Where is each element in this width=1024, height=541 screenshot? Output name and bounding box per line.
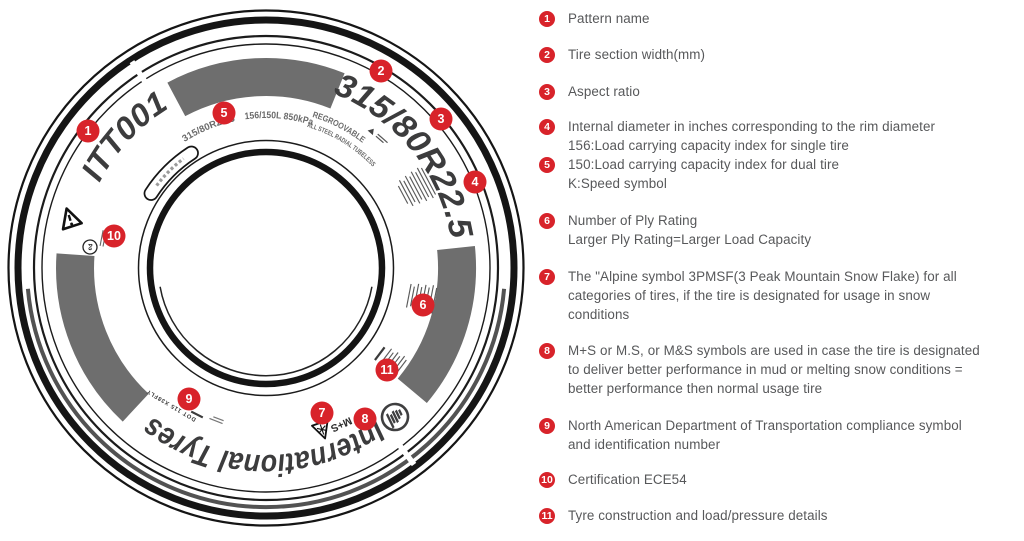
legend-text: M+S or M.S, or M&S symbols are used in c…	[568, 343, 980, 358]
stamp-pill	[143, 145, 199, 201]
legend-item-11: 11 Tyre construction and load/pressure d…	[537, 507, 1023, 526]
svg-text:e4: e4	[87, 243, 94, 251]
legend-badge-5: 5	[539, 157, 555, 173]
svg-text:2: 2	[378, 64, 385, 78]
tire-diagram: 315/80R22.5 ITT001 International Tyres 3…	[7, 9, 525, 527]
legend-text: Pattern name	[568, 11, 650, 26]
svg-text:6: 6	[420, 298, 427, 312]
legend-badge-7: 7	[539, 269, 555, 285]
svg-text:8: 8	[362, 412, 369, 426]
tire-svg: 315/80R22.5 ITT001 International Tyres 3…	[7, 9, 525, 527]
legend: 1 Pattern name 2 Tire section width(mm) …	[537, 0, 1023, 536]
tire-outer-rings	[7, 9, 525, 527]
legend-item-3: 3 Aspect ratio	[537, 83, 1023, 102]
legend-text: to deliver better performance in mud or …	[568, 361, 963, 377]
legend-badge-2: 2	[539, 47, 555, 63]
tire-marker-3: 3	[429, 107, 453, 131]
service-description-marking: 156/150L 850kPa	[244, 110, 315, 128]
mold-notch	[392, 437, 417, 467]
legend-badge-11: 11	[539, 508, 555, 524]
tire-marker-6: 6	[411, 293, 435, 317]
legend-text: categories of tires, if the tire is desi…	[568, 287, 931, 303]
tire-marker-10: 10	[102, 224, 126, 248]
legend-item-5: 5 150:Load carrying capacity index for d…	[537, 156, 1023, 194]
legend-text: and identification number	[568, 436, 721, 452]
tire-marker-5: 5	[212, 101, 236, 125]
svg-text:4: 4	[472, 175, 479, 189]
tire-marker-4: 4	[463, 170, 487, 194]
legend-badge-3: 3	[539, 84, 555, 100]
legend-badge-10: 10	[539, 472, 555, 488]
micro-text-block	[367, 128, 388, 144]
micro-text-block	[397, 167, 437, 207]
legend-text: K:Speed symbol	[568, 175, 667, 191]
legend-item-8: 8 M+S or M.S, or M&S symbols are used in…	[537, 342, 1023, 398]
legend-text: conditions	[568, 306, 630, 322]
legend-text: North American Department of Transportat…	[568, 418, 962, 433]
tire-marker-8: 8	[353, 407, 377, 431]
tire-inner-rings	[137, 139, 395, 397]
legend-item-7: 7 The "Alpine symbol 3PMSF(3 Peak Mounta…	[537, 268, 1023, 324]
legend-item-6: 6 Number of Ply Rating Larger Ply Rating…	[537, 212, 1023, 250]
svg-text:7: 7	[319, 406, 326, 420]
legend-text: 156:Load carrying capacity index for sin…	[568, 137, 849, 153]
brand-bars-logo	[380, 402, 410, 432]
legend-text: Certification ECE54	[568, 472, 687, 487]
legend-badge-9: 9	[539, 418, 555, 434]
tire-marker-11: 11	[375, 358, 399, 382]
tire-marker-2: 2	[369, 59, 393, 83]
legend-text: better performance then normal usage tir…	[568, 380, 823, 396]
legend-text: Tire section width(mm)	[568, 47, 706, 62]
legend-item-2: 2 Tire section width(mm)	[537, 46, 1023, 65]
legend-badge-6: 6	[539, 213, 555, 229]
legend-badge-8: 8	[539, 343, 555, 359]
legend-text: The "Alpine symbol 3PMSF(3 Peak Mountain…	[568, 269, 957, 284]
micro-text-block	[209, 416, 224, 425]
tire-marker-9: 9	[177, 387, 201, 411]
legend-text: Internal diameter in inches correspondin…	[568, 119, 936, 134]
legend-item-9: 9 North American Department of Transport…	[537, 417, 1023, 455]
tire-marker-1: 1	[76, 119, 100, 143]
tread-band-arcs	[56, 58, 477, 422]
svg-text:9: 9	[186, 392, 193, 406]
svg-text:3: 3	[438, 112, 445, 126]
legend-text: 150:Load carrying capacity index for dua…	[568, 157, 840, 172]
svg-text:11: 11	[380, 363, 393, 377]
tire-marker-7: 7	[310, 401, 334, 425]
legend-item-10: 10 Certification ECE54	[537, 471, 1023, 490]
svg-text:10: 10	[107, 229, 121, 243]
mold-notch	[129, 60, 152, 91]
dot-dash	[190, 410, 204, 419]
legend-text: Number of Ply Rating	[568, 213, 698, 228]
svg-text:5: 5	[221, 106, 228, 120]
legend-badge-4: 4	[539, 119, 555, 135]
legend-text: Larger Ply Rating=Larger Load Capacity	[568, 231, 812, 247]
legend-item-4: 4 Internal diameter in inches correspond…	[537, 118, 1023, 156]
warning-triangle-icon	[61, 207, 83, 231]
ece-emark-icon: e4	[82, 239, 98, 255]
legend-badge-1: 1	[539, 11, 555, 27]
legend-text: Aspect ratio	[568, 84, 640, 99]
svg-text:1: 1	[85, 124, 92, 138]
legend-text: Tyre construction and load/pressure deta…	[568, 508, 828, 523]
legend-item-1: 1 Pattern name	[537, 10, 1023, 29]
